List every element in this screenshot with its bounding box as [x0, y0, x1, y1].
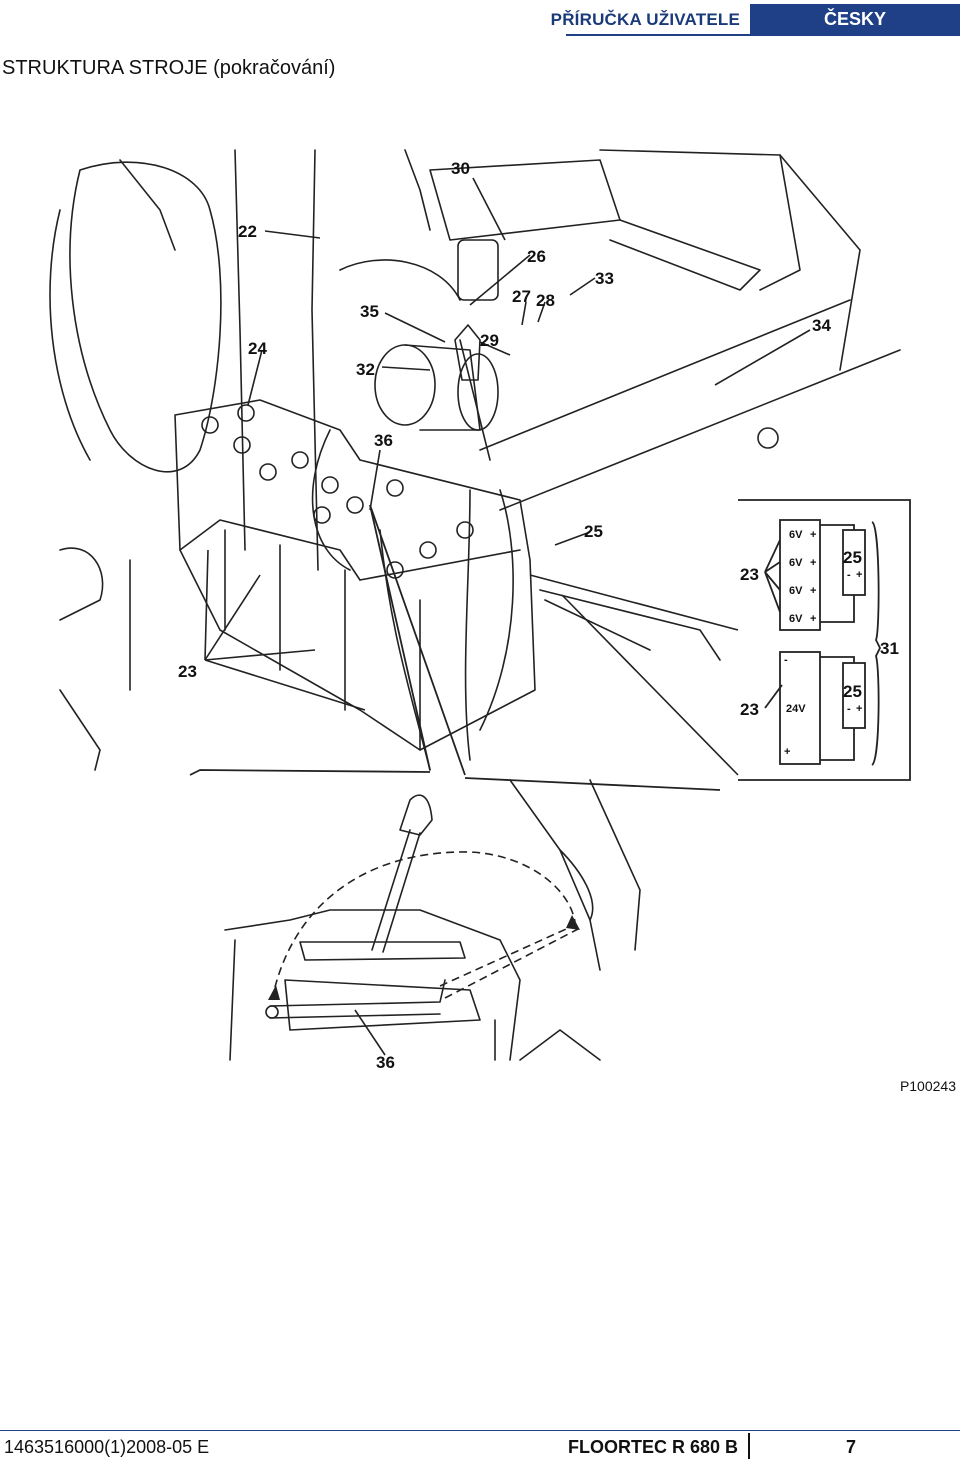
callout-25-wiring-24v: 25 — [843, 682, 862, 701]
callout-23-wiring-24v: 23 — [740, 700, 759, 719]
footer-rule — [0, 1430, 960, 1431]
callout-23-wiring-6v: 23 — [740, 565, 759, 584]
machine-structure-illustration: 22 30 26 33 27 28 35 34 24 29 32 36 25 2… — [0, 130, 960, 1090]
footer-divider — [748, 1433, 750, 1459]
manual-label: PŘÍRUČKA UŽIVATELE — [550, 10, 740, 29]
section-title: STRUKTURA STROJE (pokračování) — [2, 57, 336, 79]
callout-24: 24 — [248, 339, 267, 358]
voltage-label-6v-4: 6V — [789, 613, 803, 625]
voltage-label-6v-2: 6V — [789, 557, 803, 569]
voltage-label-6v-3: 6V — [789, 585, 803, 597]
plus-sign: + — [810, 529, 816, 541]
callout-27: 27 — [512, 287, 531, 306]
callout-29: 29 — [480, 331, 499, 350]
voltage-label-6v-1: 6V — [789, 529, 803, 541]
minus-sign: - — [847, 703, 851, 715]
minus-sign: - — [847, 569, 851, 581]
page-number: 7 — [846, 1437, 857, 1457]
plus-sign: + — [810, 557, 816, 569]
minus-sign: - — [784, 654, 788, 666]
callout-26: 26 — [527, 247, 546, 266]
callout-36-bottom: 36 — [376, 1053, 395, 1072]
plus-sign: + — [856, 569, 862, 581]
figure-code: P100243 — [899, 1078, 956, 1094]
callout-31: 31 — [880, 639, 899, 658]
callout-33: 33 — [595, 269, 614, 288]
header-rule — [566, 34, 960, 36]
document-number: 1463516000(1)2008-05 E — [4, 1437, 210, 1457]
page-header: PŘÍRUČKA UŽIVATELE ČESKY — [551, 4, 960, 34]
plus-sign: + — [810, 613, 816, 625]
plus-sign: + — [784, 746, 790, 758]
callout-28: 28 — [536, 291, 555, 310]
plus-sign: + — [810, 585, 816, 597]
callout-30: 30 — [451, 159, 470, 178]
callout-34: 34 — [812, 316, 831, 335]
plus-sign: + — [856, 703, 862, 715]
callout-36-top: 36 — [374, 431, 393, 450]
callout-35: 35 — [360, 302, 379, 321]
voltage-label-24v: 24V — [786, 703, 806, 715]
callout-25-main: 25 — [584, 522, 603, 541]
callout-32: 32 — [356, 360, 375, 379]
callout-23-main: 23 — [178, 662, 197, 681]
language-badge: ČESKY — [750, 4, 960, 34]
product-name: FLOORTEC R 680 B — [568, 1437, 739, 1457]
illustration-svg: 22 30 26 33 27 28 35 34 24 29 32 36 25 2… — [49, 149, 911, 1072]
callout-22: 22 — [238, 222, 257, 241]
callout-25-wiring-6v: 25 — [843, 548, 862, 567]
